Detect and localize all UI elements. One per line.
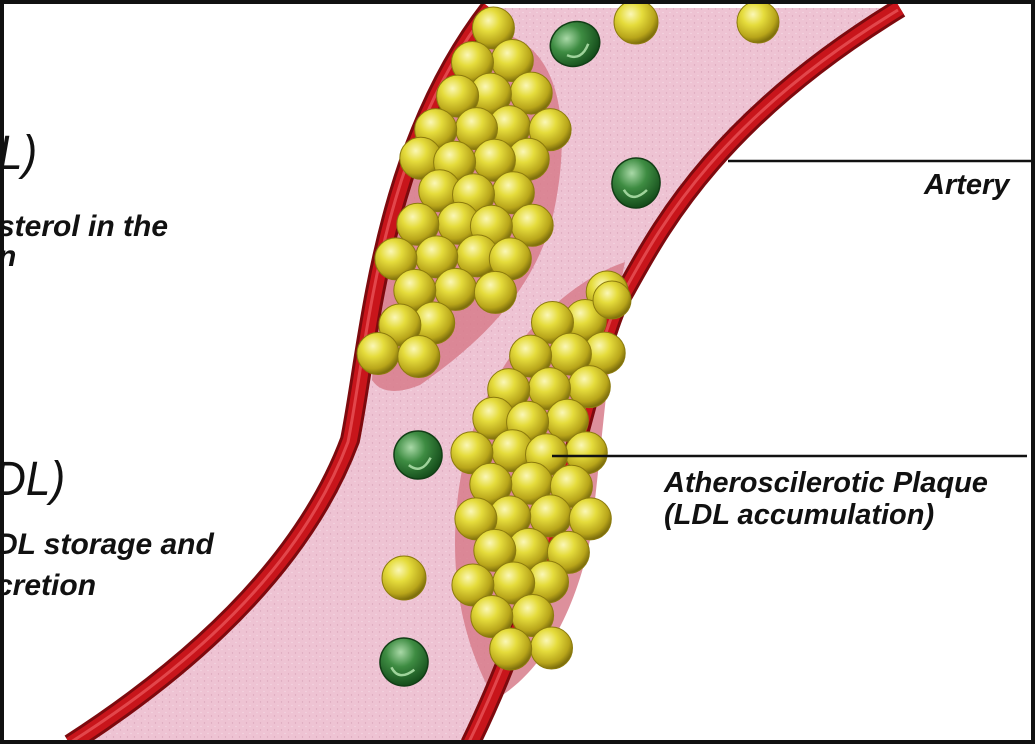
plaque-label-line-2: (LDL accumulation) — [664, 500, 934, 531]
ldl-description-line-2: n — [0, 240, 16, 273]
ldl-particle — [593, 281, 631, 319]
plaque-label-line-1: Atheroscilerotic Plaque — [664, 468, 988, 499]
ldl-particle — [737, 1, 779, 43]
ldl-particle — [614, 0, 658, 44]
hdl-description-line-2: cretion — [0, 569, 96, 602]
ldl-particle — [531, 627, 573, 669]
artery-label: Artery — [924, 170, 1009, 201]
hdl-heading: DL) — [0, 452, 65, 507]
hdl-description-line-1: DL storage and — [0, 528, 214, 561]
ldl-particle — [357, 333, 399, 375]
ldl-heading: L) — [0, 126, 37, 181]
ldl-particle — [474, 271, 516, 313]
ldl-particle — [382, 556, 426, 600]
ldl-particle — [490, 628, 532, 670]
ldl-description-line-1: sterol in the — [0, 210, 168, 243]
ldl-particle — [398, 336, 440, 378]
